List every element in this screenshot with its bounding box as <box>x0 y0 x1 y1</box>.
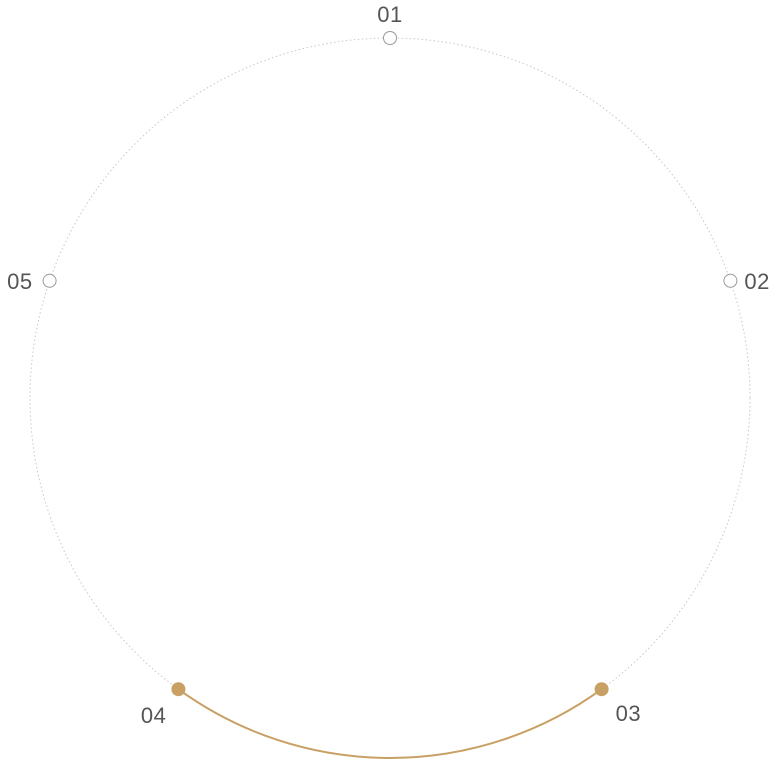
step-dot-03 <box>594 682 609 697</box>
step-dot-05 <box>42 273 57 288</box>
step-dot-01 <box>383 31 397 45</box>
step-label-02: 02 <box>744 269 769 294</box>
step-node-05[interactable]: 05 <box>7 269 57 294</box>
step-node-01[interactable]: 01 <box>377 2 402 45</box>
step-label-01: 01 <box>377 2 402 27</box>
circular-track <box>29 37 751 759</box>
active-progress-arc <box>177 688 603 759</box>
step-node-02[interactable]: 02 <box>723 269 770 294</box>
step-dot-04 <box>171 682 186 697</box>
step-node-03[interactable]: 03 <box>594 682 641 726</box>
step-dot-02 <box>723 273 738 288</box>
step-label-03: 03 <box>616 701 641 726</box>
step-node-04[interactable]: 04 <box>141 682 186 728</box>
step-label-04: 04 <box>141 703 166 728</box>
step-label-05: 05 <box>7 269 32 294</box>
